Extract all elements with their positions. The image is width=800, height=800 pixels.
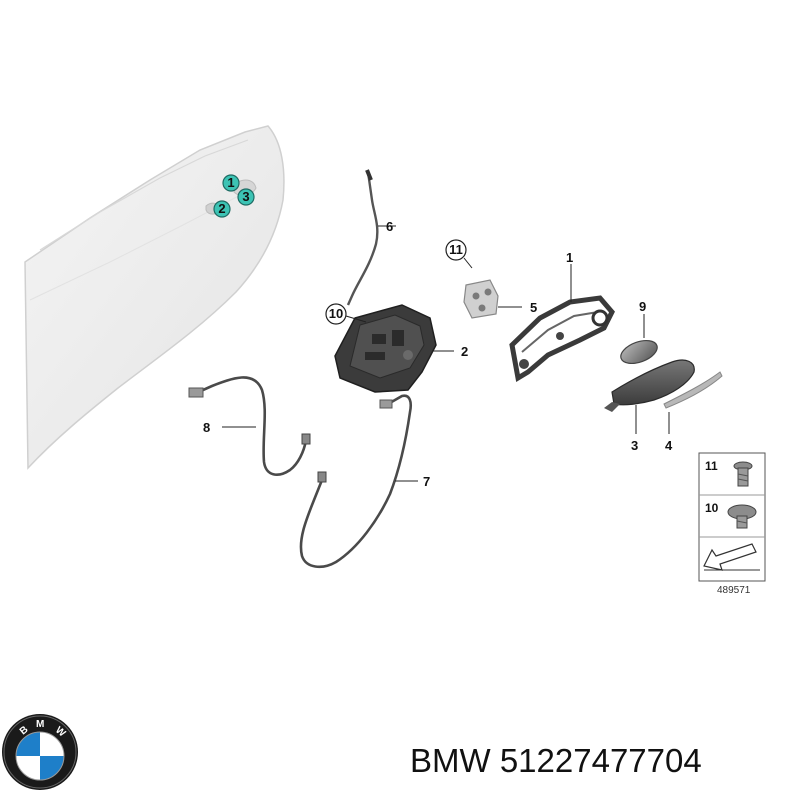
screw-icon bbox=[727, 504, 757, 529]
direction-arrow-icon bbox=[703, 543, 760, 571]
svg-text:1: 1 bbox=[227, 175, 234, 190]
door-callout-2: 2 bbox=[213, 200, 231, 218]
svg-text:M: M bbox=[36, 719, 44, 730]
callout-5: 5 bbox=[530, 300, 537, 315]
door-panel bbox=[24, 125, 285, 470]
callout-9: 9 bbox=[639, 299, 646, 314]
diagram-reference-number: 489571 bbox=[717, 585, 751, 596]
part-caption: BMW 51227477704 bbox=[410, 736, 795, 786]
svg-text:11: 11 bbox=[705, 459, 718, 473]
legend-item-10: 10 bbox=[705, 501, 757, 529]
part-5-bracket: 5 bbox=[463, 279, 537, 319]
callout-3: 3 bbox=[631, 438, 638, 453]
callout-6: 6 bbox=[386, 219, 393, 234]
part-3-outer-handle: 3 bbox=[604, 359, 695, 453]
callout-2: 2 bbox=[461, 344, 468, 359]
door-callout-1: 1 bbox=[222, 174, 240, 192]
svg-text:10: 10 bbox=[705, 501, 719, 515]
svg-text:3: 3 bbox=[242, 189, 249, 204]
callout-8: 8 bbox=[203, 420, 210, 435]
callout-1: 1 bbox=[566, 250, 573, 265]
svg-text:2: 2 bbox=[218, 201, 225, 216]
callout-10: 10 bbox=[325, 303, 367, 325]
callout-7: 7 bbox=[423, 474, 430, 489]
part-4-trim-strip: 4 bbox=[663, 371, 723, 453]
svg-text:11: 11 bbox=[449, 242, 463, 257]
bmw-logo: B M W bbox=[2, 714, 78, 790]
part-number: 51227477704 bbox=[499, 742, 702, 779]
part-8-cable: 8 bbox=[188, 376, 311, 476]
part-2-door-lock: 2 bbox=[334, 304, 468, 393]
part-7-cable: 7 bbox=[299, 394, 430, 569]
fastener-legend: 11 10 489571 bbox=[698, 452, 766, 596]
callout-11: 11 bbox=[445, 239, 473, 269]
part-6-rod: 6 bbox=[346, 169, 396, 306]
legend-item-11: 11 bbox=[705, 459, 753, 487]
door-callout-3: 3 bbox=[237, 188, 255, 206]
bolt-icon bbox=[733, 461, 753, 487]
part-9-lock-cap: 9 bbox=[620, 299, 658, 365]
callout-4: 4 bbox=[665, 438, 673, 453]
part-1-handle-carrier: 1 bbox=[509, 250, 615, 383]
brand-name: BMW bbox=[410, 742, 491, 779]
svg-text:10: 10 bbox=[329, 306, 343, 321]
